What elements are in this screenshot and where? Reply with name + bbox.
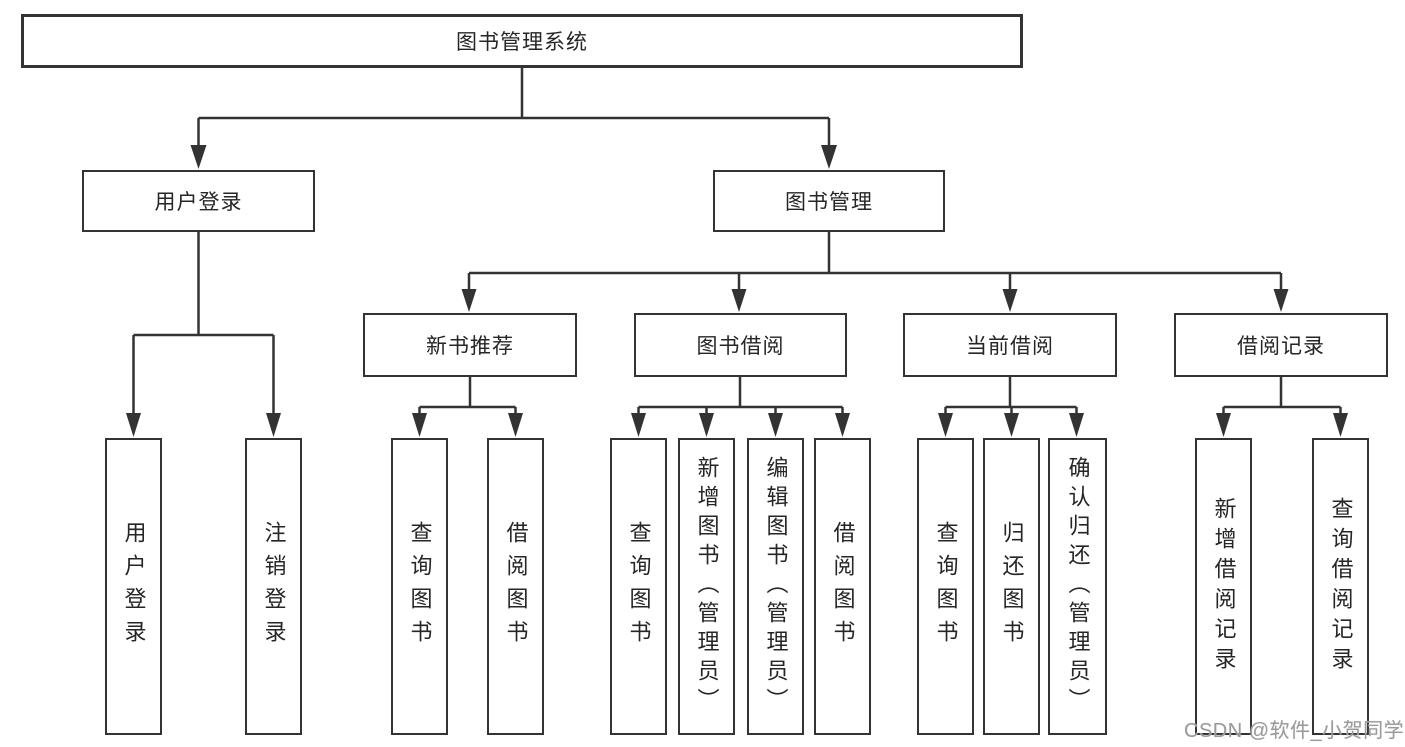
node-book-mgmt: 图书管理	[713, 170, 945, 232]
node-bb-edit-books-admin: 编辑图书（管理员）	[747, 438, 804, 735]
node-book-borrow: 图书借阅	[634, 313, 847, 377]
connector-book-borrow-group	[637, 377, 844, 415]
node-borrow-records: 借阅记录	[1174, 313, 1388, 377]
node-cb-confirm-return-admin: 确认归还（管理员）	[1048, 438, 1107, 735]
connector-book-mgmt-group	[467, 232, 1283, 291]
node-user-login: 用户登录	[82, 170, 315, 232]
node-leaf-user-login: 用户登录	[105, 438, 162, 735]
node-current-borrow: 当前借阅	[903, 313, 1117, 377]
watermark: CSDN @软件_小贺同学	[1184, 720, 1405, 742]
arrowheads-book-mgmt-group	[461, 289, 1289, 312]
arrowheads-current-borrow-group	[938, 413, 1084, 437]
node-cb-return-books: 归还图书	[983, 438, 1040, 735]
node-br-query-record: 查询借阅记录	[1312, 438, 1369, 735]
arrowheads-user-login-group	[126, 413, 281, 437]
connector-current-borrow-group	[944, 377, 1078, 415]
arrowheads-level1	[190, 145, 837, 169]
node-cb-query-books: 查询图书	[917, 438, 974, 735]
connector-borrow-records-group	[1222, 377, 1342, 415]
node-bb-borrow-books: 借阅图书	[814, 438, 871, 735]
node-bb-add-books-admin: 新增图书（管理员）	[678, 438, 735, 735]
arrowheads-borrow-records-group	[1216, 413, 1348, 437]
connector-new-book-rec-group	[418, 377, 517, 415]
node-br-add-record: 新增借阅记录	[1195, 438, 1252, 735]
node-root: 图书管理系统	[21, 14, 1023, 68]
node-rec-borrow-books: 借阅图书	[487, 438, 544, 735]
arrowheads-new-book-rec-group	[412, 413, 523, 437]
arrowheads-book-borrow-group	[631, 413, 850, 437]
connector-level1	[197, 68, 831, 147]
node-bb-query-books: 查询图书	[610, 438, 667, 735]
node-new-book-rec: 新书推荐	[363, 313, 577, 377]
connector-user-login-group	[132, 232, 275, 415]
node-leaf-logout: 注销登录	[245, 438, 302, 735]
node-rec-query-books: 查询图书	[391, 438, 448, 735]
